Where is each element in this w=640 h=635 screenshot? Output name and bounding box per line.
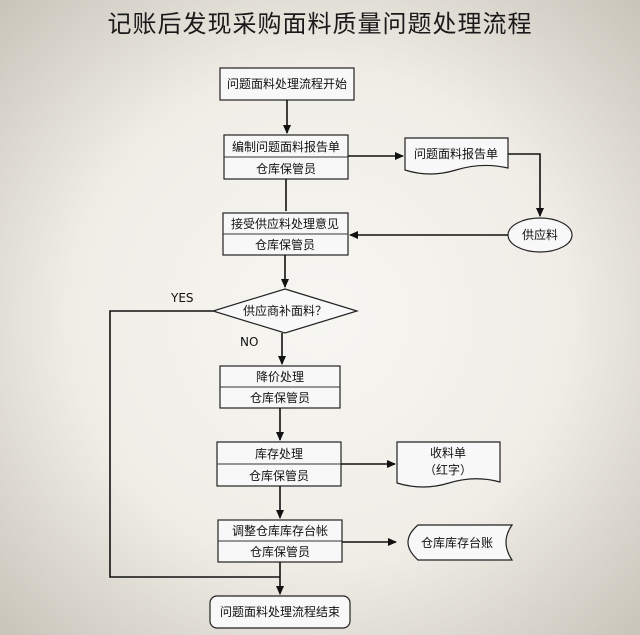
receipt-document-node: 收料单 （红字）	[396, 441, 501, 488]
yes-label: YES	[170, 291, 194, 305]
ledger-node: 仓库库存台账	[407, 524, 514, 561]
accept-label: 接受供应料处理意见	[231, 216, 339, 231]
discount-label: 降价处理	[256, 370, 304, 384]
end-node: 问题面料处理流程结束	[209, 595, 351, 629]
adjust-role-label: 仓库保管员	[250, 544, 310, 559]
report-label: 编制问题面料报告单	[232, 139, 340, 154]
connectors	[109, 100, 544, 595]
stock-node: 库存处理 仓库保管员	[216, 441, 342, 487]
diagram-title: 记账后发现采购面料质量问题处理流程	[107, 10, 533, 38]
accept-node: 接受供应料处理意见 仓库保管员	[222, 212, 349, 256]
receipt-document-label: 收料单	[430, 446, 466, 460]
accept-role-label: 仓库保管员	[255, 237, 315, 252]
supplier-node: 供应料	[507, 217, 573, 253]
report-document-node: 问题面料报告单	[404, 137, 509, 175]
decision-label: 供应商补面料？	[243, 303, 327, 318]
discount-role-label: 仓库保管员	[250, 390, 310, 405]
start-label: 问题面料处理流程开始	[227, 76, 347, 91]
start-node: 问题面料处理流程开始	[219, 67, 355, 101]
report-document-label: 问题面料报告单	[414, 146, 498, 161]
ledger-label: 仓库库存台账	[421, 535, 493, 550]
report-role-label: 仓库保管员	[256, 161, 316, 176]
stock-label: 库存处理	[255, 446, 303, 461]
end-label: 问题面料处理流程结束	[220, 604, 340, 619]
report-node: 编制问题面料报告单 仓库保管员	[223, 134, 349, 180]
no-label: NO	[240, 335, 258, 349]
supplier-label: 供应料	[522, 227, 558, 242]
adjust-node: 调整仓库库存台帐 仓库保管员	[217, 519, 343, 563]
stock-role-label: 仓库保管员	[249, 468, 309, 483]
adjust-label: 调整仓库库存台帐	[232, 523, 328, 538]
discount-node: 降价处理 仓库保管员	[219, 365, 341, 409]
receipt-document-sublabel: （红字）	[424, 462, 472, 477]
decision-node: 供应商补面料？	[210, 288, 360, 334]
